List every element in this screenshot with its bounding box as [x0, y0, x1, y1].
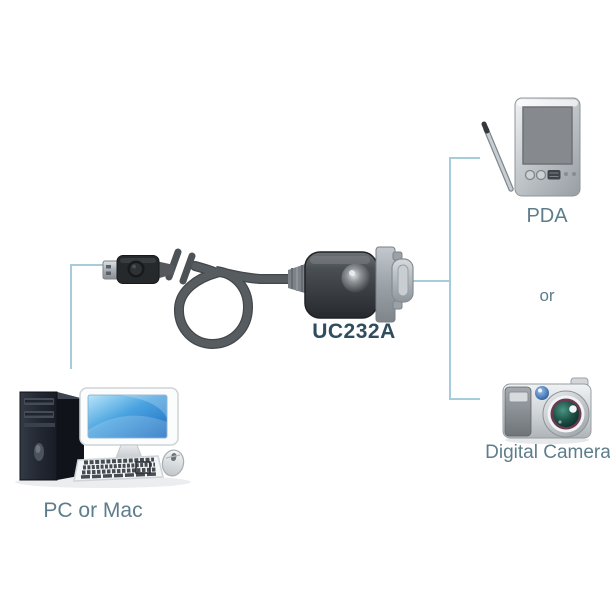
pda-dpad	[547, 170, 561, 180]
mouse-wheel	[170, 453, 177, 461]
pda-button-dot	[572, 172, 576, 176]
tower-panel-stripe	[24, 423, 55, 427]
pda-label: PDA	[526, 205, 568, 227]
connector-line-usb-horizontal	[70, 264, 108, 266]
connector-line-usb-vertical	[70, 264, 72, 369]
pda-button	[535, 169, 547, 181]
pc-label: PC or Mac	[43, 499, 143, 522]
tower-side	[57, 392, 84, 480]
or-label: or	[539, 286, 555, 305]
cable-break-mark	[179, 252, 196, 285]
product-label: UC232A	[312, 320, 396, 343]
usb-plug-neck	[156, 261, 174, 279]
connector-line-right-vertical	[449, 157, 451, 400]
digital-camera-icon	[502, 377, 592, 444]
monitor-screen	[87, 394, 168, 439]
camera-viewfinder-window	[508, 391, 529, 403]
connector-line-pda-branch	[449, 157, 480, 159]
adapter-dome	[341, 263, 371, 293]
pda-button-dot	[564, 172, 568, 176]
monitor-stand	[115, 444, 143, 459]
pda-screen	[522, 106, 573, 165]
usb-to-serial-adapter-cable-icon	[102, 246, 414, 350]
desktop-computer-icon	[15, 387, 191, 488]
pda-with-stylus-icon	[481, 97, 581, 197]
connector-line-adapter-horizontal	[411, 280, 450, 282]
camera-viewfinder-orb	[535, 386, 549, 400]
mouse	[161, 449, 185, 477]
tower-front	[19, 391, 58, 481]
pda-button	[524, 169, 536, 181]
connector-line-camera-branch	[449, 398, 480, 400]
camera-label: Digital Camera	[485, 442, 610, 463]
